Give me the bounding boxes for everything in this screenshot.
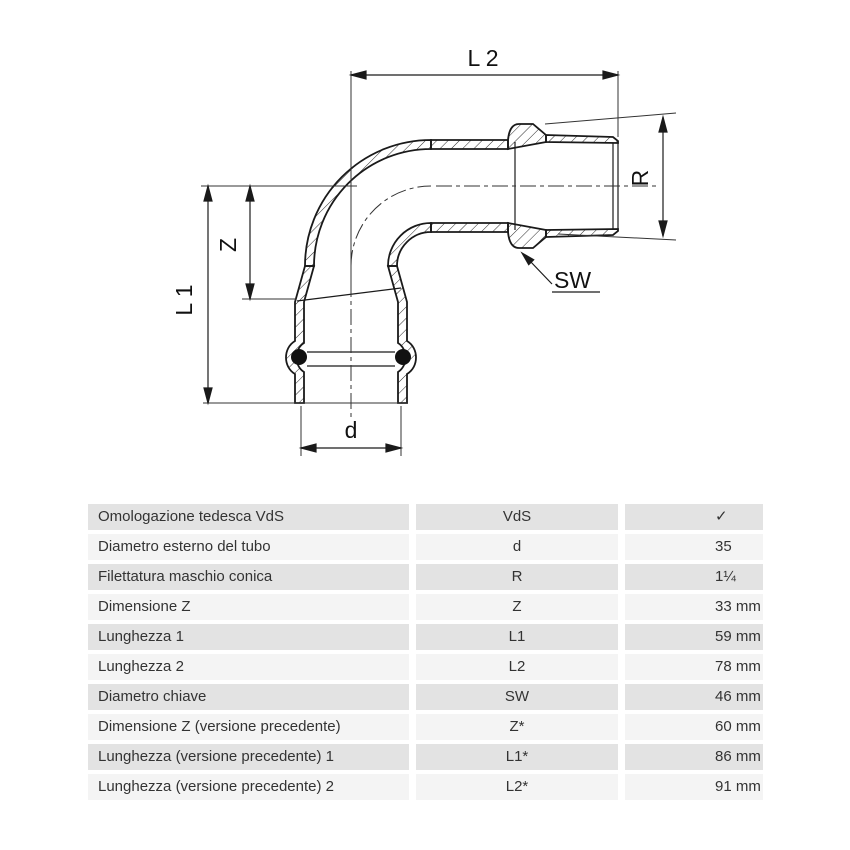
tube-bottom-wall xyxy=(430,222,509,233)
row-label: Diametro chiave xyxy=(88,684,409,710)
dimension-l1: L 1 xyxy=(171,183,213,406)
row-value: 35 xyxy=(625,534,763,560)
row-value: 46 mm xyxy=(625,684,763,710)
callout-sw: SW xyxy=(520,251,600,293)
row-label: Lunghezza 2 xyxy=(88,654,409,680)
label-l1: L 1 xyxy=(171,284,197,315)
spec-table: Omologazione tedesca VdS VdS ✓ Diametro … xyxy=(88,504,763,804)
o-ring-left xyxy=(291,349,307,365)
arrow-l1-bottom xyxy=(203,387,213,406)
label-d: d xyxy=(345,417,358,443)
label-l2: L 2 xyxy=(467,45,498,71)
socket-right-wall xyxy=(386,265,417,404)
row-value: 91 mm xyxy=(625,774,763,800)
o-rings xyxy=(291,349,411,365)
arrow-z-bottom xyxy=(245,283,255,302)
table-row: Dimensione Z (versione precedente) Z* 60… xyxy=(88,714,763,740)
row-symbol: Z xyxy=(416,594,618,620)
arrow-d-left xyxy=(298,443,317,453)
ext-r-top xyxy=(544,112,677,125)
hex-collar-bottom xyxy=(507,221,547,249)
hex-collar-top xyxy=(507,123,547,151)
table-row: Lunghezza 2 L2 78 mm xyxy=(88,654,763,680)
row-symbol: L1* xyxy=(416,744,618,770)
arrow-sw xyxy=(520,251,535,266)
table-row: Diametro chiave SW 46 mm xyxy=(88,684,763,710)
label-sw: SW xyxy=(554,267,591,293)
row-label: Dimensione Z xyxy=(88,594,409,620)
row-value: 78 mm xyxy=(625,654,763,680)
bend-inner-wall xyxy=(387,222,432,267)
table-row: Omologazione tedesca VdS VdS ✓ xyxy=(88,504,763,530)
extension-lines xyxy=(201,71,677,456)
row-label: Lunghezza 1 xyxy=(88,624,409,650)
thread-bottom xyxy=(545,228,619,238)
socket-stop-edge xyxy=(296,287,402,302)
bend-outer-wall xyxy=(304,139,432,267)
row-symbol: L2* xyxy=(416,774,618,800)
row-symbol: VdS xyxy=(416,504,618,530)
table-row: Dimensione Z Z 33 mm xyxy=(88,594,763,620)
arrow-r-bottom xyxy=(658,220,668,239)
table-row: Lunghezza (versione precedente) 1 L1* 86… xyxy=(88,744,763,770)
arrow-l2-right xyxy=(602,70,621,80)
arrow-l1-top xyxy=(203,183,213,202)
dimension-r: R xyxy=(627,114,668,239)
row-label: Diametro esterno del tubo xyxy=(88,534,409,560)
tube-top-wall xyxy=(430,139,509,150)
dimension-z: Z xyxy=(215,183,255,302)
thread-top xyxy=(545,134,619,144)
row-label: Dimensione Z (versione precedente) xyxy=(88,714,409,740)
row-symbol: d xyxy=(416,534,618,560)
row-symbol: SW xyxy=(416,684,618,710)
row-value: 33 mm xyxy=(625,594,763,620)
table-row: Filettatura maschio conica R 1¼ xyxy=(88,564,763,590)
table-row: Diametro esterno del tubo d 35 xyxy=(88,534,763,560)
row-value: 1¼ xyxy=(625,564,763,590)
row-symbol: R xyxy=(416,564,618,590)
row-symbol: L2 xyxy=(416,654,618,680)
row-label: Lunghezza (versione precedente) 2 xyxy=(88,774,409,800)
row-label: Filettatura maschio conica xyxy=(88,564,409,590)
ext-r-bottom xyxy=(557,233,677,241)
arrow-z-top xyxy=(245,183,255,202)
centerlines xyxy=(350,185,656,420)
arrow-l2-left xyxy=(348,70,367,80)
elbow-fitting-body xyxy=(285,123,619,404)
row-symbol: Z* xyxy=(416,714,618,740)
label-z: Z xyxy=(215,238,241,252)
row-symbol: L1 xyxy=(416,624,618,650)
label-r: R xyxy=(627,170,653,187)
table-row: Lunghezza 1 L1 59 mm xyxy=(88,624,763,650)
row-value: ✓ xyxy=(625,504,763,530)
row-value: 60 mm xyxy=(625,714,763,740)
arrow-r-top xyxy=(658,114,668,133)
row-label: Lunghezza (versione precedente) 1 xyxy=(88,744,409,770)
row-value: 59 mm xyxy=(625,624,763,650)
row-label: Omologazione tedesca VdS xyxy=(88,504,409,530)
sw-leader-line xyxy=(528,259,553,285)
o-ring-right xyxy=(395,349,411,365)
socket-left-wall xyxy=(285,265,316,404)
dimension-l2: L 2 xyxy=(348,45,621,80)
row-value: 86 mm xyxy=(625,744,763,770)
centerline-bend-arc xyxy=(350,185,432,267)
technical-drawing: L 2 L 1 Z R d xyxy=(171,45,677,456)
arrow-d-right xyxy=(385,443,404,453)
table-row: Lunghezza (versione precedente) 2 L2* 91… xyxy=(88,774,763,800)
dimension-d: d xyxy=(298,417,404,453)
